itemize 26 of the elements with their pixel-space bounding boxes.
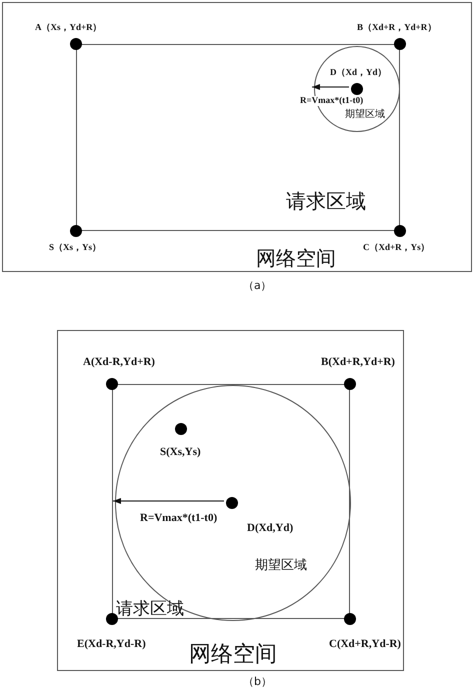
point-label: E(Xd-R,Yd-R) <box>77 638 146 650</box>
point-label: D（Xd，Yd） <box>330 68 387 78</box>
point-label: S(Xs,Ys) <box>160 446 201 458</box>
figure-caption: （a） <box>243 280 272 292</box>
point-label: A（Xs，Yd+R） <box>35 23 102 33</box>
point-label: A(Xd-R,Yd+R) <box>83 356 155 368</box>
point-label: D(Xd,Yd) <box>247 522 294 534</box>
radius-arrow <box>112 498 224 504</box>
edge-label: R=Vmax*(t1-t0) <box>140 512 218 524</box>
region-label: 请求区域 <box>116 600 184 619</box>
request-region-rectangle <box>76 44 400 231</box>
edge-label: R=Vmax*(t1-t0) <box>300 96 364 106</box>
region-label: 期望区域 <box>255 559 307 574</box>
point-label: B(Xd+R,Yd+R) <box>321 356 395 368</box>
network-space-border <box>57 330 404 671</box>
region-label: 期望区域 <box>345 109 385 120</box>
region-label: 网络空间 <box>256 247 336 269</box>
figure-caption: （b） <box>243 676 272 688</box>
region-label: 请求区域 <box>286 190 366 212</box>
point-label: C（Xd+R，Ys） <box>363 243 430 253</box>
point-label: S（Xs，Ys） <box>49 243 102 253</box>
point-label: B（Xd+R，Yd+R） <box>357 23 436 33</box>
region-label: 网络空间 <box>189 643 277 668</box>
network-space-border <box>2 2 472 272</box>
point-label: C(Xd+R,Yd-R) <box>329 638 401 650</box>
radius-arrow <box>312 84 350 90</box>
